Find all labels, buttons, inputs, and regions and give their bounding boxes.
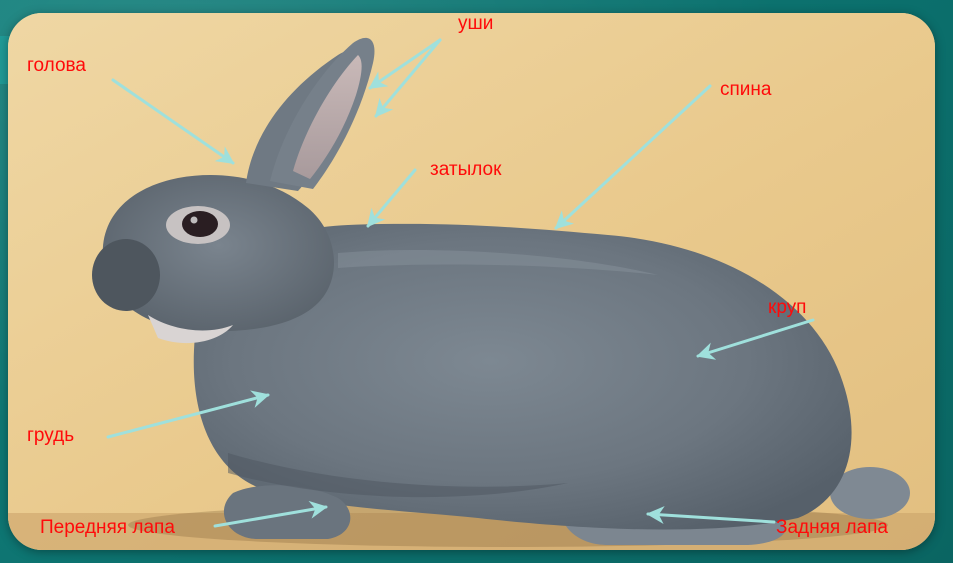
label-chest: грудь [27, 426, 74, 445]
label-back: спина [720, 80, 771, 99]
label-croup: круп [768, 298, 806, 317]
label-front-paw: Передняя лапа [40, 518, 175, 537]
label-nape: затылок [430, 160, 501, 179]
rabbit-photo-frame [8, 13, 935, 550]
label-head: голова [27, 56, 86, 75]
rabbit-eye-highlight [191, 217, 198, 224]
rabbit-muzzle [92, 239, 160, 311]
label-hind-paw: Задняя лапа [776, 518, 888, 537]
label-ears: уши [458, 14, 493, 33]
rabbit-photo [8, 13, 935, 550]
rabbit-eye [182, 211, 218, 237]
